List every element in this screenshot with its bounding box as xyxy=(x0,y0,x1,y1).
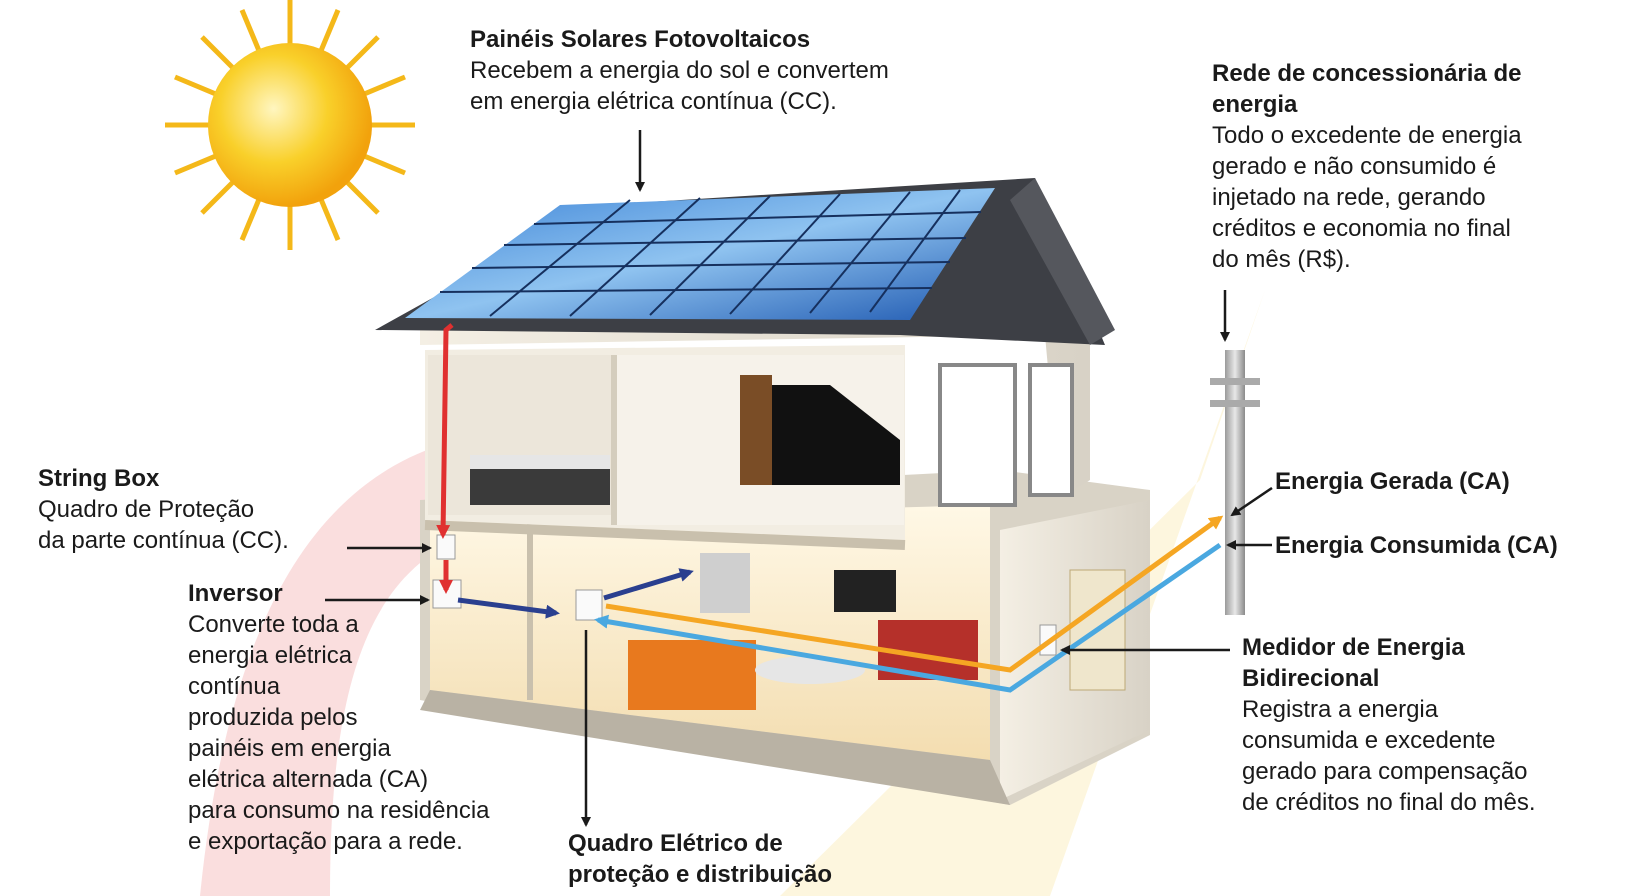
label-quadro: Quadro Elétrico de proteção e distribuiç… xyxy=(568,828,832,890)
label-inversor-title: Inversor xyxy=(188,580,283,607)
label-inversor: Inversor Converte toda a energia elétric… xyxy=(188,578,490,857)
sun-beam xyxy=(200,429,560,896)
label-rede-desc: Todo o excedente de energia gerado e não… xyxy=(1212,122,1522,273)
label-energia-consumida-text: Energia Consumida (CA) xyxy=(1275,532,1558,559)
label-medidor: Medidor de Energia Bidirecional Registra… xyxy=(1242,632,1536,818)
string-box-device xyxy=(436,534,456,560)
dc-line xyxy=(436,323,454,539)
pointer-generated xyxy=(1230,486,1273,517)
roof xyxy=(375,178,1115,345)
label-string-box: String Box Quadro de Proteção da parte c… xyxy=(38,463,289,556)
panel-board-device xyxy=(575,589,603,621)
label-inversor-desc: Converte toda a energia elétrica contínu… xyxy=(188,611,490,855)
label-energia-gerada: Energia Gerada (CA) xyxy=(1275,466,1510,497)
label-rede-title: Rede de concessionária de energia xyxy=(1212,60,1522,118)
label-paineis-title: Painéis Solares Fotovoltaicos xyxy=(470,26,811,53)
inverter-line xyxy=(457,597,560,619)
solar-panels xyxy=(405,188,995,320)
label-medidor-desc: Registra a energia consumida e excedente… xyxy=(1242,696,1536,816)
label-quadro-title: Quadro Elétrico de proteção e distribuiç… xyxy=(568,830,833,888)
consumed-line xyxy=(594,542,1222,693)
sun-icon xyxy=(165,0,415,250)
label-paineis-desc: Recebem a energia do sol e convertem em … xyxy=(470,57,889,115)
generated-line xyxy=(605,515,1224,673)
label-medidor-title: Medidor de Energia Bidirecional xyxy=(1242,634,1465,692)
utility-pole xyxy=(1210,350,1260,615)
label-string-box-title: String Box xyxy=(38,465,160,492)
distribution-line xyxy=(603,568,694,601)
label-paineis: Painéis Solares Fotovoltaicos Recebem a … xyxy=(470,24,889,117)
label-rede: Rede de concessionária de energia Todo o… xyxy=(1212,58,1522,275)
label-string-box-desc: Quadro de Proteção da parte contínua (CC… xyxy=(38,496,289,554)
house-upper-floor xyxy=(420,200,1090,550)
label-energia-gerada-text: Energia Gerada (CA) xyxy=(1275,468,1510,495)
label-energia-consumida: Energia Consumida (CA) xyxy=(1275,530,1558,561)
